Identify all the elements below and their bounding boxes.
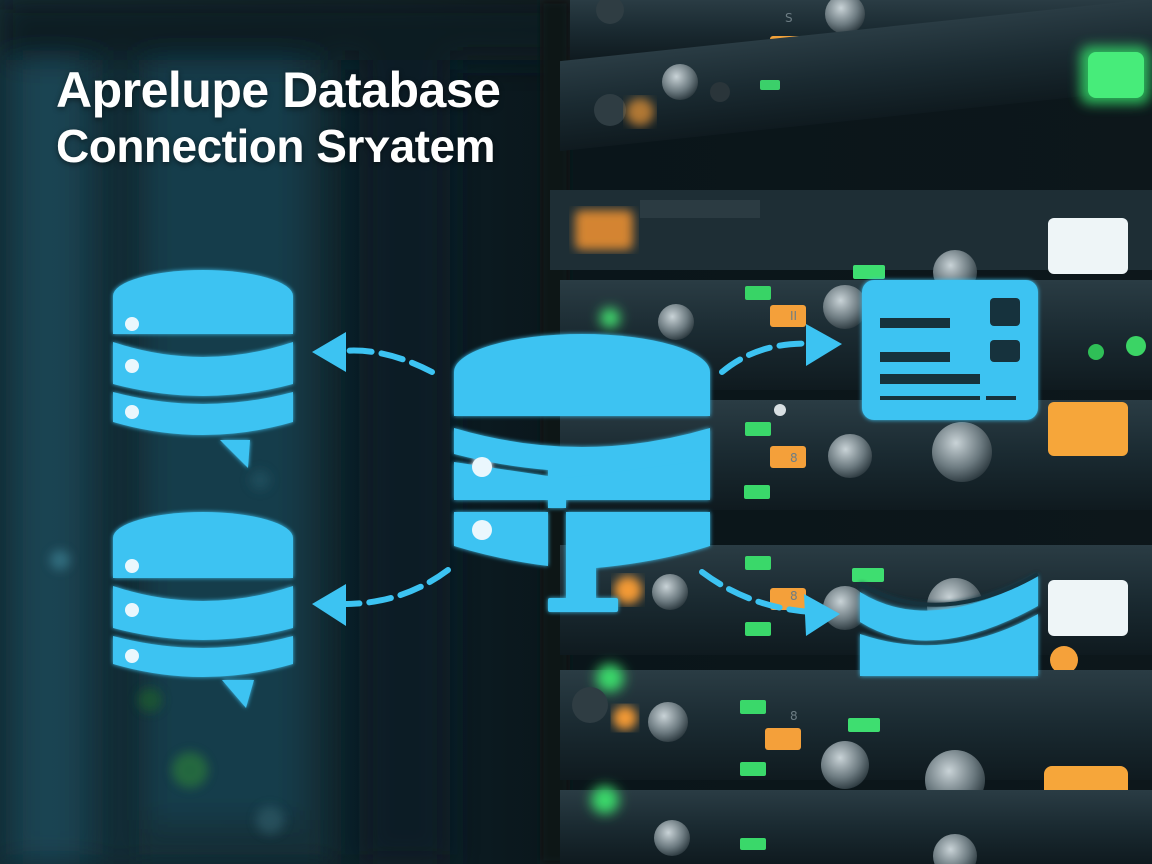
arrow-icon <box>699 569 815 615</box>
rack-label: 8 <box>790 709 798 723</box>
database-icon <box>113 270 293 468</box>
rack-label: S <box>785 11 793 25</box>
arrow-icon <box>806 324 842 366</box>
arrow-icon <box>332 347 435 375</box>
chart-trend-icon <box>859 572 1039 676</box>
arrow-icon <box>333 567 451 608</box>
rack-label: 8 <box>790 451 798 465</box>
rack-label: II <box>790 309 797 323</box>
database-icon <box>454 334 710 612</box>
arrow-icon <box>312 332 346 372</box>
title-line-2: Connection Srʏatem <box>56 120 495 172</box>
rack-units <box>550 0 1152 864</box>
page-title: Aprelupe Database Connection Srʏatem <box>56 62 501 174</box>
arrow-icon <box>804 594 840 636</box>
arrow-icon <box>312 584 346 626</box>
title-line-1: Aprelupe Database <box>56 62 501 118</box>
arrow-icon <box>719 340 821 375</box>
dashboard-window-icon <box>862 280 1038 420</box>
rack-label: 8 <box>790 589 798 603</box>
database-icon <box>113 512 293 708</box>
